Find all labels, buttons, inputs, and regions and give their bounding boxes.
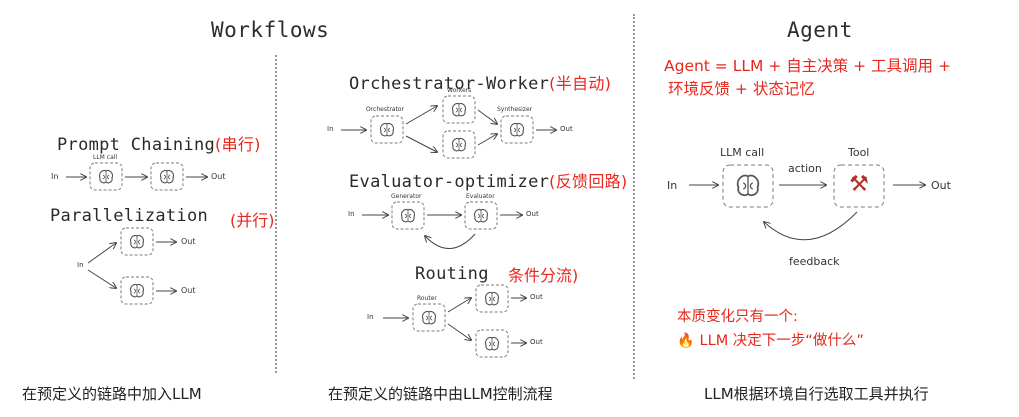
parallelization-title: Parallelization — [50, 206, 209, 226]
parallelization-in: In — [77, 261, 84, 269]
agent-action-label: action — [788, 162, 822, 175]
orchestrator-label-box: Orchestrator — [366, 106, 404, 113]
parallelization-note: (并行) — [230, 211, 275, 230]
agent-tool-label: Tool — [848, 146, 870, 159]
agent-in-label: In — [667, 179, 678, 192]
orchestrator-in: In — [327, 125, 334, 133]
prompt-chaining-diagram — [66, 162, 207, 191]
evaluator-in: In — [348, 210, 355, 218]
evaluator-note: (反馈回路) — [549, 172, 628, 191]
routing-note: 条件分流) — [508, 266, 579, 285]
middle-caption: 在预定义的链路中由LLM控制流程 — [328, 385, 553, 403]
prompt-chaining-llm-call: LLM call — [93, 154, 118, 161]
evaluator-title: Evaluator-optimizer(反馈回路) — [349, 168, 627, 192]
orchestrator-note: (半自动) — [549, 74, 612, 93]
prompt-chaining-out: Out — [211, 172, 226, 181]
workflows-title: Workflows — [211, 18, 330, 42]
agent-change-line2-wrap: 🔥 LLM 决定下一步“做什么” — [677, 329, 864, 350]
synthesizer-label: Synthesizer — [497, 106, 533, 113]
routing-diagram — [383, 284, 526, 358]
agent-change-line2: LLM 决定下一步“做什么” — [699, 333, 864, 349]
prompt-chaining-label: Prompt Chaining — [57, 135, 216, 155]
divider-right — [633, 14, 635, 379]
tools-icon: ⚒ — [849, 172, 869, 197]
agent-caption: LLM根据环境自行选取工具并执行 — [704, 385, 929, 403]
routing-out-2: Out — [530, 338, 543, 346]
agent-formula-line1: Agent = LLM + 自主决策 + 工具调用 + — [664, 57, 951, 75]
routing-title: Routing — [415, 264, 489, 284]
orchestrator-diagram — [341, 95, 556, 159]
generator-label: Generator — [391, 193, 422, 200]
evaluator-box-label: Evaluator — [466, 193, 495, 200]
agent-title: Agent — [787, 18, 853, 42]
prompt-chaining-in: In — [51, 172, 59, 181]
evaluator-label: Evaluator-optimizer — [349, 172, 550, 192]
parallelization-out-1: Out — [181, 237, 196, 246]
agent-diagram — [689, 164, 925, 241]
parallelization-diagram — [87, 227, 176, 305]
divider-left — [275, 55, 277, 373]
evaluator-diagram — [362, 201, 522, 249]
workers-label: Workers — [447, 87, 472, 94]
orchestrator-title: Orchestrator-Worker(半自动) — [349, 70, 611, 94]
prompt-chaining-note: (串行) — [215, 135, 261, 154]
agent-formula-line2: 环境反馈 + 状态记忆 — [668, 80, 815, 98]
agent-change-line1: 本质变化只有一个: — [677, 309, 798, 325]
router-label: Router — [417, 295, 437, 302]
agent-out-label: Out — [931, 179, 951, 192]
prompt-chaining-title: Prompt Chaining(串行) — [57, 131, 261, 155]
workflows-caption: 在预定义的链路中加入LLM — [22, 385, 202, 403]
fire-icon: 🔥 — [677, 333, 695, 349]
evaluator-out: Out — [526, 210, 539, 218]
routing-in: In — [367, 313, 374, 321]
agent-llm-call-label: LLM call — [720, 146, 765, 159]
agent-feedback-label: feedback — [789, 255, 840, 268]
orchestrator-out: Out — [560, 125, 573, 133]
routing-out-1: Out — [530, 293, 543, 301]
orchestrator-label: Orchestrator-Worker — [349, 74, 550, 94]
parallelization-out-2: Out — [181, 286, 196, 295]
